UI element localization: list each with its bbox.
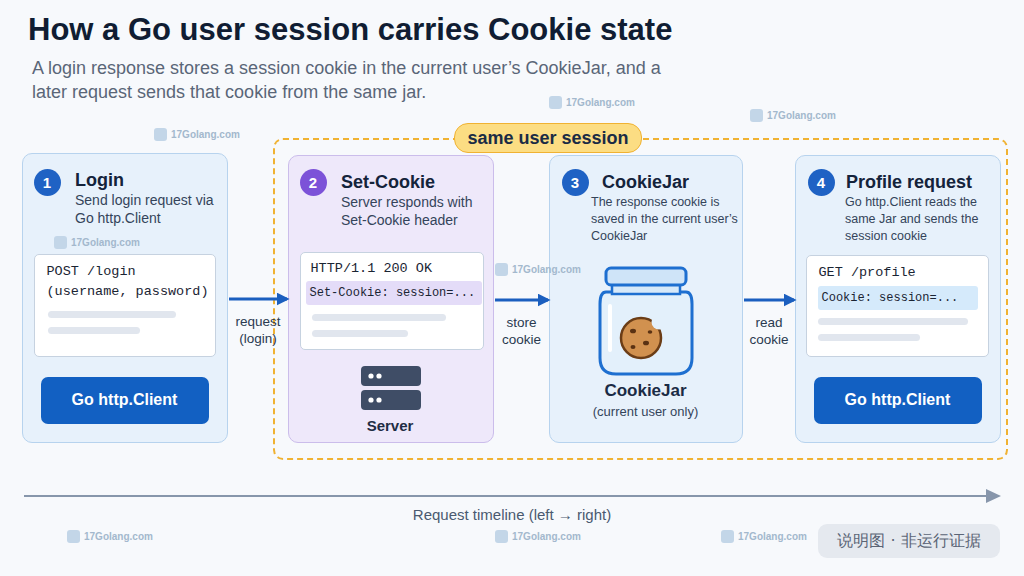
timeline-label: Request timeline (left → right): [362, 506, 662, 524]
step-title: Profile request: [846, 171, 996, 193]
step-number-text: 1: [34, 169, 61, 196]
watermark: 17Golang.com: [84, 531, 174, 543]
code-box: HTTP/1.1 200 OK Set-Cookie: session=...: [300, 252, 484, 350]
edge-label: store cookie: [490, 314, 554, 348]
highlighted-header: Cookie: session=...: [818, 286, 978, 310]
session-band: 2HTTP/1.1 200 OK Set-Cookie: session=... S…: [273, 138, 1008, 460]
step-title: CookieJar: [602, 171, 742, 193]
watermark-icon: [549, 96, 562, 109]
watermark: 17Golang.com: [512, 531, 602, 543]
diagram-title: How a Go user session carries Cookie sta…: [28, 10, 672, 50]
client-button: Go http.Client: [41, 377, 209, 424]
step-number: 2: [300, 169, 327, 196]
cookie-chip: [648, 330, 653, 334]
placeholder-line: [818, 318, 968, 325]
watermark-icon: [54, 236, 67, 249]
placeholder-line: [312, 314, 446, 321]
flow-arrow: [495, 299, 548, 302]
step-description: Go http.Client reads the same Jar and se…: [845, 194, 998, 245]
button-label: Go http.Client: [41, 377, 209, 424]
step-number: 3: [562, 169, 589, 196]
cookie-bite: [652, 315, 667, 330]
edge-label: request (login): [226, 313, 290, 347]
watermark: 17Golang.com: [171, 129, 261, 141]
code-box: GET /profileCookie: session=...: [806, 255, 989, 357]
cookie-chip: [630, 329, 636, 334]
watermark-icon: [154, 128, 167, 141]
step-panel: 4GET /profileCookie: session=... Go http.…: [795, 155, 1001, 443]
placeholder-line: [818, 334, 920, 341]
step-title: Set-Cookie: [341, 171, 491, 193]
code-box: POST /login (username, password): [34, 254, 216, 357]
server-light: [376, 373, 381, 378]
watermark-icon: [495, 263, 508, 276]
step-title: Login: [75, 169, 225, 191]
diagram-caption: A login response stores a session cookie…: [32, 56, 682, 104]
watermark-icons: [54, 96, 763, 543]
timeline-line: [24, 495, 990, 497]
note-text: 说明图 · 非运行证据: [818, 524, 1000, 558]
timeline-arrow: [24, 489, 1001, 503]
placeholder-lines: [48, 311, 968, 341]
server-unit: [361, 366, 421, 386]
step-number-text: 2: [300, 169, 327, 196]
watermark-icon: [750, 109, 763, 122]
watermark-icon: [721, 530, 734, 543]
step-number: 1: [34, 169, 61, 196]
watermark: 17Golang.com: [767, 110, 857, 122]
session-label: same user session: [454, 123, 642, 153]
server-light: [368, 373, 373, 378]
edge-label: read cookie: [737, 314, 801, 348]
button-label: Go http.Client: [814, 377, 982, 424]
jar-label: CookieJar: [550, 381, 741, 401]
timeline-head: [986, 489, 1001, 503]
server-unit: [361, 390, 421, 410]
client-button: Go http.Client: [814, 377, 982, 424]
step-number-text: 3: [562, 169, 589, 196]
jar-shine: [608, 306, 612, 350]
watermark: 17Golang.com: [738, 531, 828, 543]
step-panel: 3CookieJarThe response cookie is saved i…: [549, 155, 743, 443]
note-pill: 说明图 · 非运行证据: [818, 524, 1000, 558]
flow-arrow: [229, 298, 287, 301]
watermark-icon: [495, 530, 508, 543]
cookie-jar-icon: [600, 268, 692, 374]
highlighted-header: Set-Cookie: session=...: [306, 281, 482, 305]
step-number-text: 4: [808, 169, 835, 196]
step-description: Server responds with Set-Cookie header: [341, 193, 491, 229]
placeholder-line: [312, 330, 408, 337]
placeholder-line: [48, 311, 176, 318]
code-line: POST /login: [47, 263, 212, 281]
placeholder-line: [48, 327, 140, 334]
server-icon: [361, 366, 421, 410]
jar-sublabel: (current user only): [550, 404, 741, 420]
code-line: HTTP/1.1 200 OK: [311, 260, 476, 278]
server-light: [368, 397, 373, 402]
jar-neck: [612, 283, 680, 294]
step-panel: 2HTTP/1.1 200 OK Set-Cookie: session=... S…: [288, 155, 494, 443]
server-label: Server: [350, 417, 430, 435]
watermark-icon: [67, 530, 80, 543]
watermark: 17Golang.com: [566, 97, 656, 109]
step-description: The response cookie is saved in the curr…: [591, 194, 743, 245]
step-description: Send login request via Go http.Client: [75, 191, 223, 227]
server-light: [376, 397, 381, 402]
flow-arrow: [744, 299, 794, 302]
code-line: GET /profile: [819, 264, 984, 282]
cookie: [621, 318, 661, 358]
step-panel: 1POST /login (username, password) Go http.…: [22, 153, 228, 443]
jar-lid: [606, 268, 686, 285]
cookie-chip: [643, 341, 649, 346]
code-line: (username, password): [47, 283, 212, 301]
step-number: 4: [808, 169, 835, 196]
cookie-chip: [631, 345, 636, 349]
jar-body: [600, 292, 692, 374]
